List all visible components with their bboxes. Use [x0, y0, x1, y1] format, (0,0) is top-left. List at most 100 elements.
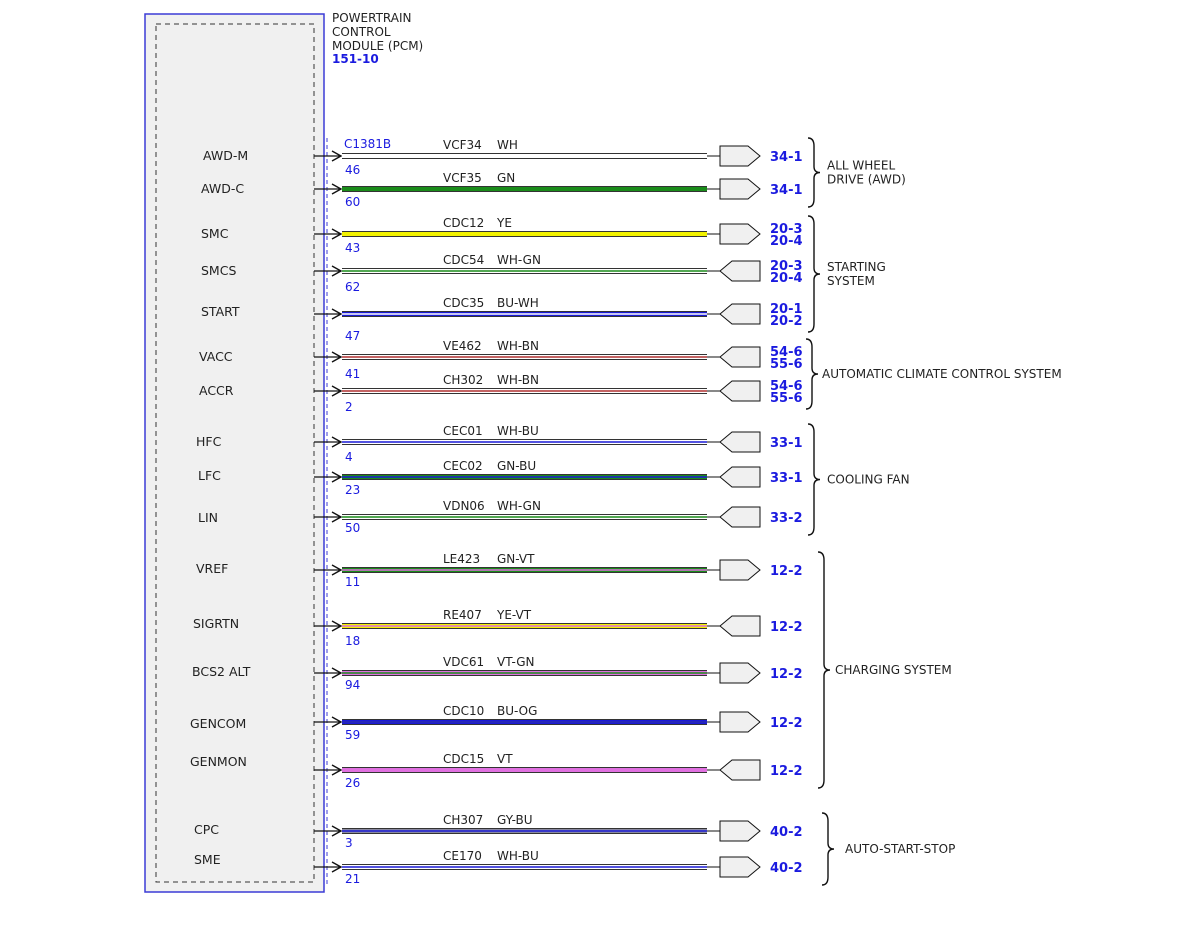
connector-symbol [719, 303, 761, 325]
connector-symbol [719, 662, 761, 684]
connector-symbol [719, 820, 761, 842]
signal-label: VACC [199, 349, 233, 364]
signal-label: HFC [196, 434, 222, 449]
system-label: STARTING [827, 260, 886, 274]
group-brace [807, 423, 821, 536]
wire-color-code: YE-VT [496, 608, 532, 622]
destination-ref: 55-6 [770, 391, 803, 406]
connector-symbol [719, 346, 761, 368]
pin-number: 50 [345, 521, 360, 535]
destination-ref: 12-2 [770, 716, 803, 731]
pin-arrow-icon [331, 436, 343, 448]
pin-arrow-icon [331, 620, 343, 632]
destination-ref: 12-2 [770, 620, 803, 635]
connector-symbol [719, 431, 761, 453]
signal-label: AWD-C [201, 181, 244, 196]
connector-symbol [719, 856, 761, 878]
wire-color-code: BU-WH [497, 296, 539, 310]
pin-arrow-icon [331, 825, 343, 837]
circuit-id: CEC01 [443, 424, 483, 438]
system-group: AUTOMATIC CLIMATE CONTROL SYSTEM [805, 338, 1062, 410]
circuit-id: VDN06 [443, 499, 485, 513]
destination-ref: 12-2 [770, 764, 803, 779]
pin-arrow-icon [331, 667, 343, 679]
system-label: ALL WHEEL [827, 159, 895, 173]
pin-number: 47 [345, 329, 360, 343]
group-brace [807, 137, 821, 208]
system-label: COOLING FAN [827, 473, 910, 487]
group-brace [821, 812, 835, 886]
destination-ref: 54-6 [770, 379, 803, 394]
destination-ref: 20-4 [770, 271, 803, 286]
module-outer-box [144, 13, 325, 893]
signal-label: LIN [198, 510, 218, 525]
destination-ref: 40-2 [770, 825, 803, 840]
wire-color-code: GY-BU [497, 813, 533, 827]
destination-ref: 33-1 [770, 471, 803, 486]
destination-ref: 33-2 [770, 511, 803, 526]
pin-number: 59 [345, 728, 360, 742]
circuit-id: CE170 [443, 849, 482, 863]
pin-arrow-icon [331, 265, 343, 277]
circuit-id: CH302 [443, 373, 483, 387]
destination-ref: 54-6 [770, 345, 803, 360]
wire-color-code: GN [497, 171, 515, 185]
module-name-line-3: MODULE (PCM) [332, 39, 423, 53]
circuit-id: CDC54 [443, 253, 484, 267]
pin-number: 60 [345, 195, 360, 209]
connector-id: C1381B [344, 137, 391, 151]
module-inner-box [155, 23, 315, 883]
pin-arrow-icon [331, 308, 343, 320]
group-brace [807, 215, 821, 333]
destination-ref: 20-1 [770, 302, 803, 317]
pin-number: 18 [345, 634, 360, 648]
connector-symbol [719, 380, 761, 402]
signal-label: VREF [196, 561, 228, 576]
signal-label: AWD-M [203, 148, 248, 163]
signal-label: CPC [194, 822, 219, 837]
circuit-id: LE423 [443, 552, 480, 566]
connector-symbol [719, 615, 761, 637]
pin-arrow-icon [331, 150, 343, 162]
pin-number: 41 [345, 367, 360, 381]
wire-color-code: WH-BU [497, 849, 539, 863]
pin-number: 26 [345, 776, 360, 790]
circuit-id: VCF34 [443, 138, 482, 152]
connector-symbol [719, 711, 761, 733]
destination-ref: 20-2 [770, 314, 803, 329]
pin-arrow-icon [331, 861, 343, 873]
connector-symbol [719, 260, 761, 282]
connector-symbol [719, 759, 761, 781]
connector-symbol [719, 145, 761, 167]
destination-ref: 34-1 [770, 183, 803, 198]
wire-color-code: WH [497, 138, 518, 152]
wire-color-code: WH-GN [497, 499, 541, 513]
connector-symbol [719, 506, 761, 528]
system-group: CHARGING SYSTEM [817, 551, 952, 789]
wire-color-code: GN-BU [497, 459, 536, 473]
group-brace [817, 551, 831, 789]
signal-label: ACCR [199, 383, 234, 398]
signal-label: SMCS [201, 263, 236, 278]
pin-number: 21 [345, 872, 360, 886]
system-label: AUTO-START-STOP [845, 842, 955, 856]
destination-ref: 20-3 [770, 222, 803, 237]
connector-symbol [719, 559, 761, 581]
destination-ref: 20-3 [770, 259, 803, 274]
destination-ref: 55-6 [770, 357, 803, 372]
signal-label: SIGRTN [193, 616, 239, 631]
wire-color-code: YE [496, 216, 512, 230]
pin-arrow-icon [331, 385, 343, 397]
pin-number: 2 [345, 400, 353, 414]
wire-color-code: WH-GN [497, 253, 541, 267]
pin-arrow-icon [331, 764, 343, 776]
